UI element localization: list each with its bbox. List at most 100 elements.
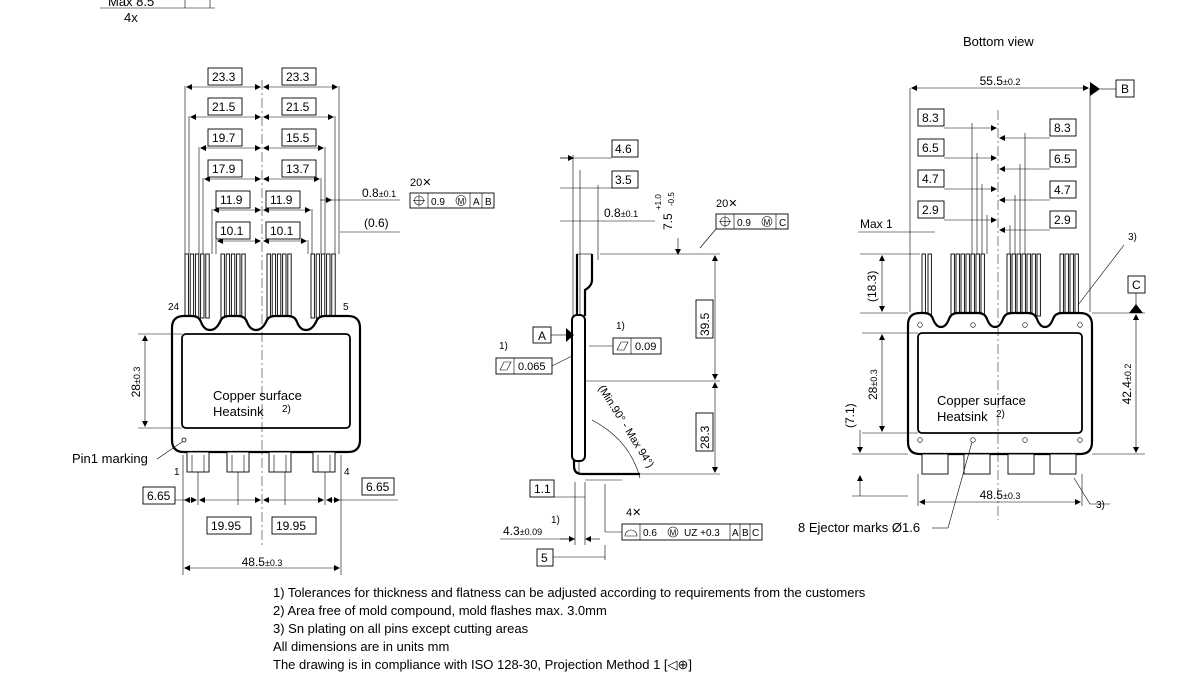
bottom-pin-lead [970, 253, 975, 317]
front-dim-box-left [215, 221, 251, 240]
side-profile-value: 0.6 [643, 528, 657, 539]
note-3: 3) Sn plating on all pins except cutting… [273, 621, 529, 636]
bottom-note2-ref: 2) [996, 409, 1005, 420]
front-dim-right-value: 11.9 [270, 193, 293, 207]
note-iso: The drawing is in compliance with ISO 12… [273, 657, 693, 672]
front-dim-box-left [215, 190, 251, 209]
front-dim-box-right [281, 97, 317, 116]
bottom-left-dim-value: 6.5 [922, 141, 939, 155]
pin-24-label: 24 [168, 302, 180, 313]
side-flat-value: 0.09 [635, 341, 656, 353]
side-dim-43: 4.3±0.09 [503, 524, 542, 538]
side-note1-a: 1) [616, 321, 625, 332]
front-dim-left-value: 21.5 [212, 100, 236, 114]
bottom-pin-lead [1064, 253, 1069, 317]
bottom-pin-lead [1011, 253, 1016, 317]
bottom-pin-lead [955, 253, 960, 317]
front-dim-1995-right: 19.95 [276, 519, 306, 533]
front-gdt-value: 0.9 [431, 197, 445, 208]
front-heatsink-area [181, 333, 351, 429]
front-pin-lead [331, 253, 336, 319]
side-view: 4.6 3.5 0.8±0.1 7.5 +1.0 -0.5 20✕ 0.9 M … [495, 139, 789, 567]
side-dim-46: 4.6 [615, 142, 632, 156]
bottom-ejector-label: 8 Ejector marks Ø1.6 [798, 520, 920, 535]
front-bottom-connectors [186, 451, 336, 473]
front-dim-box-right [281, 128, 317, 147]
front-surface-line1: Copper surface [213, 388, 302, 403]
side-dim-11: 1.1 [534, 482, 551, 496]
front-pin-lead [326, 253, 331, 319]
bottom-datum-b: B [1121, 82, 1129, 96]
front-gdt-ref-b: B [485, 197, 492, 208]
front-dim-right-value: 23.3 [286, 70, 310, 84]
front-dim-box-right [265, 221, 301, 240]
bottom-view: 55.5±0.2 B 8.36.54.72.98.36.54.72.9 Max … [798, 74, 1146, 535]
front-dim-box-left [207, 159, 243, 178]
bottom-pin-lead [960, 253, 965, 317]
bottom-pin-lead [1069, 253, 1074, 317]
front-pin-lead [236, 253, 241, 319]
pin-4-label: 4 [344, 467, 350, 478]
front-dim-left-value: 23.3 [212, 70, 236, 84]
front-pin-lead [282, 253, 287, 319]
front-dim-left-value: 19.7 [212, 131, 236, 145]
front-pin-lead [287, 253, 292, 319]
side-dim-75-tol-up: +1.0 [654, 194, 663, 210]
bottom-note3-top: 3) [1128, 232, 1137, 243]
side-gdt-value: 0.9 [737, 218, 751, 229]
bottom-note3-bottom: 3) [1096, 500, 1105, 511]
bottom-pin-lead [1026, 253, 1031, 317]
front-pin-thickness: 0.8±0.1 [362, 186, 396, 200]
side-dim-5: 5 [541, 551, 548, 565]
pin-5-label: 5 [343, 302, 349, 313]
bottom-right-dim-value: 4.7 [1054, 183, 1071, 197]
front-pin-lead [184, 253, 189, 319]
side-profile-mod: M [670, 529, 677, 538]
side-angle-text: (Min.90° - Max 94°) [595, 383, 656, 470]
side-dim-75-tol-dn: -0.5 [667, 192, 676, 206]
bottom-dim-183: (18.3) [865, 271, 879, 302]
bottom-max1: Max 1 [860, 217, 893, 231]
bottom-pin-lead [975, 253, 980, 317]
bottom-left-dim-value: 4.7 [922, 172, 939, 186]
bottom-right-dim-value: 6.5 [1054, 152, 1071, 166]
side-dim-283: 28.3 [698, 425, 712, 449]
bottom-surface-line2: Heatsink [937, 409, 988, 424]
front-dim-left-value: 10.1 [220, 224, 244, 238]
bottom-width-dim: 55.5±0.2 [980, 74, 1021, 88]
side-flat-value-left: 0.065 [518, 361, 546, 373]
side-datum-a: A [538, 329, 546, 343]
bottom-pin-lead [1074, 253, 1079, 317]
front-pin-lead [271, 253, 277, 319]
front-dim-lines [184, 84, 340, 254]
bottom-left-dim-value: 2.9 [922, 203, 939, 217]
pin1-marking-label: Pin1 marking [72, 451, 148, 466]
note-1: 1) Tolerances for thickness and flatness… [273, 585, 866, 600]
bottom-pin-lead [1021, 253, 1026, 317]
bottom-left-dim-value: 8.3 [922, 111, 939, 125]
top-max-label: Max 8.5 [108, 0, 154, 9]
front-dim-box-left [207, 67, 243, 86]
front-pin-lead [189, 253, 195, 319]
front-surface-line2: Heatsink [213, 404, 264, 419]
front-dim-box-right [265, 190, 301, 209]
front-pin-lead [241, 253, 246, 319]
bottom-pin-lead [980, 253, 985, 317]
side-profile-ref-a: A [732, 528, 739, 539]
bottom-pin-lead [1059, 253, 1064, 317]
front-pin-lead [310, 253, 315, 319]
drawing-notes: 1) Tolerances for thickness and flatness… [273, 584, 1033, 674]
front-pin-gap: (0.6) [364, 216, 389, 230]
front-width-dim: 48.5±0.3 [242, 555, 283, 569]
front-dim-box-right [281, 159, 317, 178]
side-profile-ref-c: C [752, 528, 759, 539]
front-dim-1995-left: 19.95 [211, 519, 241, 533]
front-pin-lead [225, 253, 231, 319]
front-dim-box-right [281, 67, 317, 86]
front-pin-lead [194, 253, 200, 319]
side-dim-75: 7.5 [661, 213, 675, 230]
bottom-pin-lead [1016, 253, 1021, 317]
bottom-heatsink-area [917, 332, 1083, 434]
front-gdt-qty: 20✕ [410, 177, 431, 189]
